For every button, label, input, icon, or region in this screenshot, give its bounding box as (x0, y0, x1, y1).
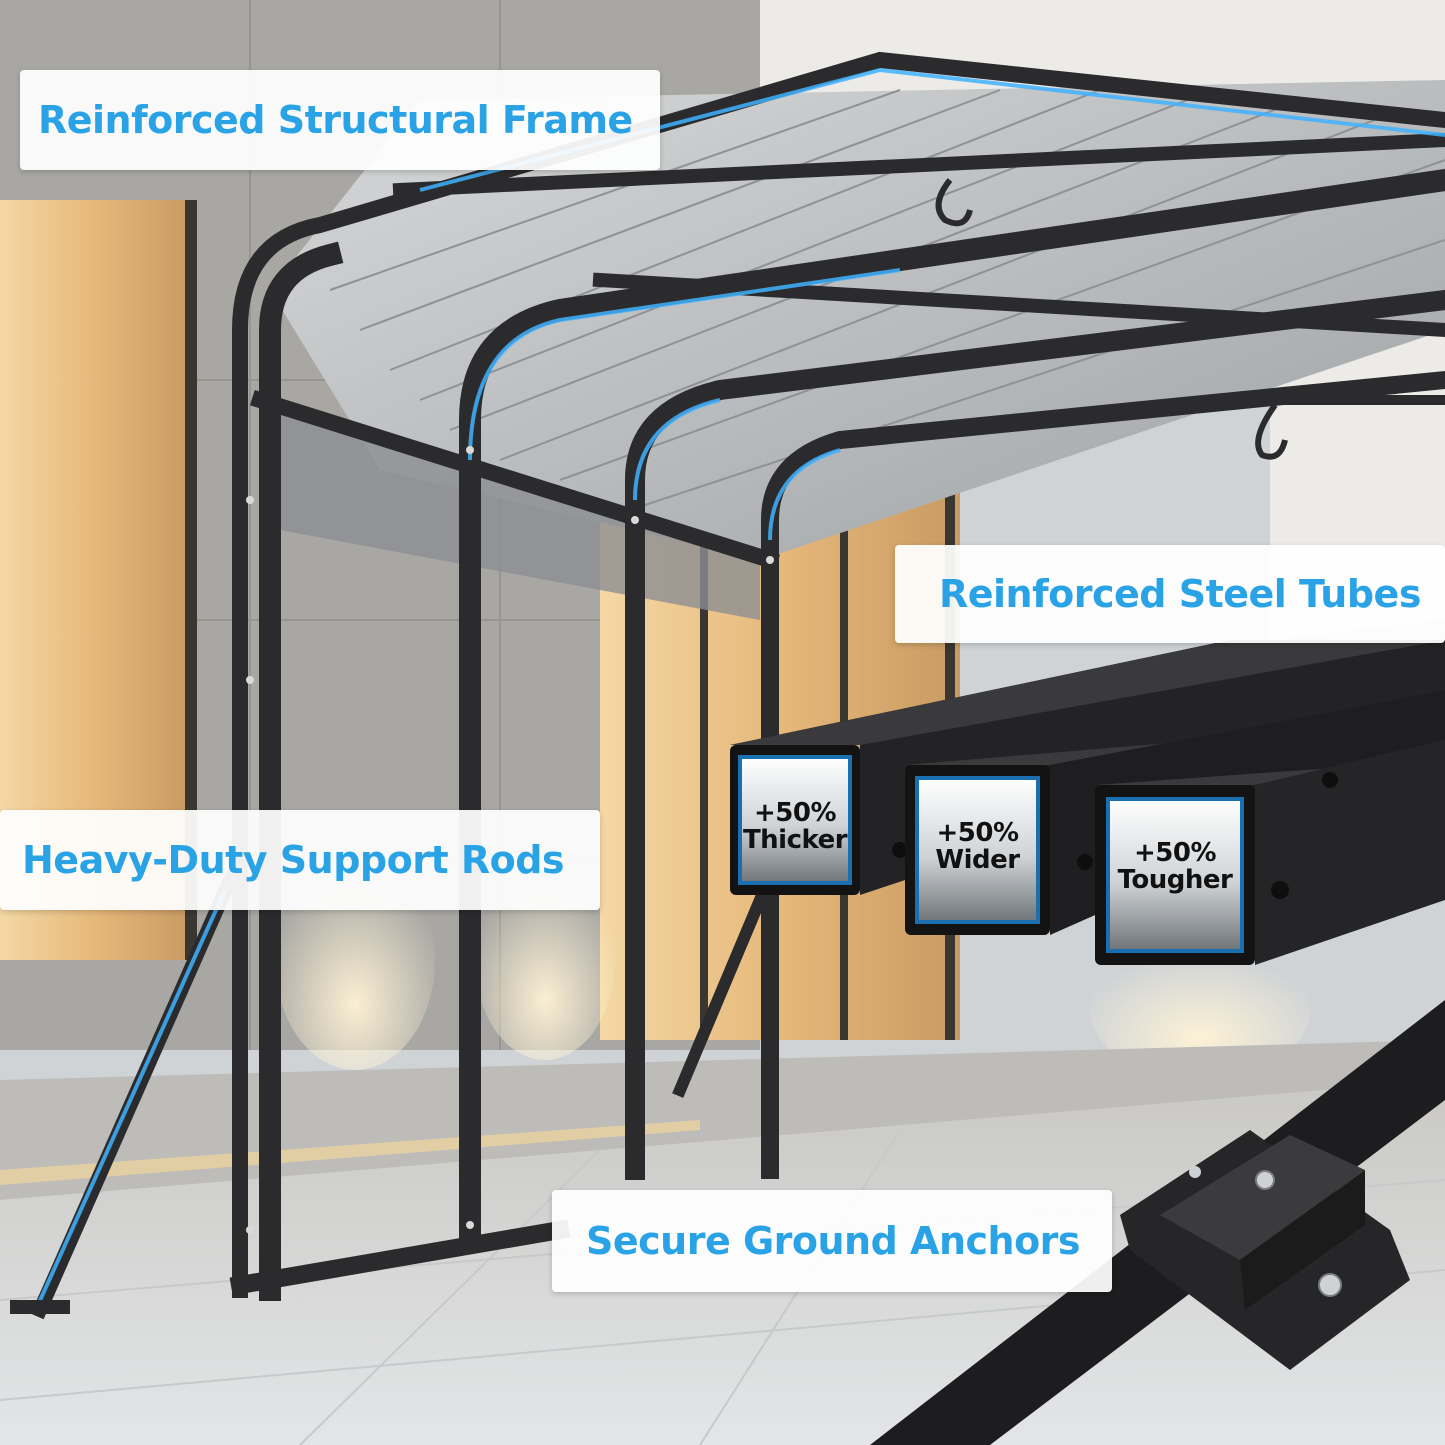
tube-tougher-percent: +50% (1133, 838, 1217, 868)
label-support-rods-text: Heavy-Duty Support Rods (22, 838, 565, 882)
tube-tougher-word: Tougher (1117, 865, 1233, 896)
tube-thicker-word: Thicker (742, 825, 848, 856)
tube-wider-percent: +50% (936, 818, 1019, 848)
tube-wider-word: Wider (935, 845, 1020, 876)
tube-thicker-percent: +50% (753, 798, 837, 828)
label-structural-frame: Reinforced Structural Frame (20, 70, 660, 170)
tube-wider-text: +50% Wider (917, 818, 1038, 876)
label-steel-tubes: Reinforced Steel Tubes (895, 545, 1445, 643)
label-structural-frame-text: Reinforced Structural Frame (38, 98, 633, 142)
tube-tougher-text: +50% Tougher (1108, 838, 1242, 896)
label-steel-tubes-text: Reinforced Steel Tubes (939, 572, 1421, 616)
label-ground-anchors: Secure Ground Anchors (552, 1190, 1112, 1292)
label-support-rods: Heavy-Duty Support Rods (0, 810, 600, 910)
label-ground-anchors-text: Secure Ground Anchors (586, 1219, 1081, 1263)
tube-thicker-text: +50% Thicker (740, 798, 850, 856)
